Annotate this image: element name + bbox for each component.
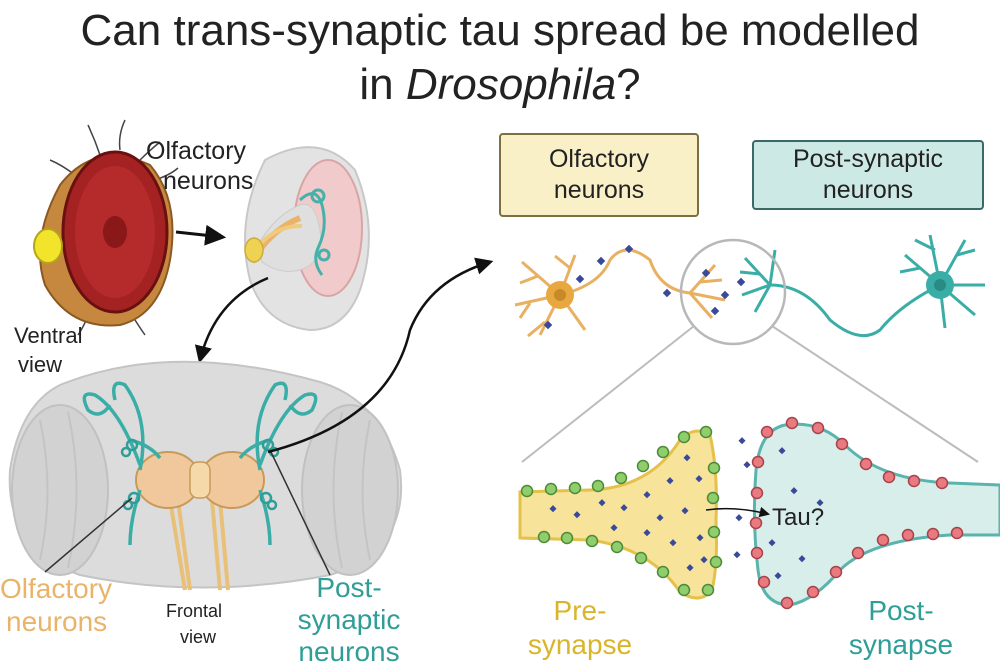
olfactory-top-line-2: neurons — [163, 167, 254, 195]
post-synaptic-neurons-box: Post-synaptic neurons — [752, 140, 984, 210]
title-prefix: in — [359, 60, 406, 109]
presynapse-terminal — [518, 429, 718, 600]
box-post-line-1: Post-synaptic — [792, 145, 944, 173]
arrow-head-to-brain — [194, 276, 269, 364]
olfactory-neurons-box: Olfactory neurons — [499, 133, 699, 217]
frontal-view-label: Frontal view — [166, 598, 222, 650]
tau-label: Tau? — [772, 504, 825, 531]
post-synaptic-bottom-label: Post- synaptic neurons — [290, 572, 408, 668]
title-line-2: in Drosophila? — [0, 60, 1000, 110]
postsynapse-dots — [749, 416, 964, 610]
pointer-olfactory — [44, 497, 133, 573]
presynapse-dots — [520, 425, 723, 597]
ventral-view-label: Ventral view — [14, 321, 83, 379]
box-olfactory-line-1: Olfactory — [548, 145, 650, 173]
box-post-line-2: neurons — [822, 176, 914, 204]
title-line-1: Can trans-synaptic tau spread be modelle… — [80, 6, 920, 55]
fly-head-illustration — [33, 119, 179, 336]
post-bottom-line-2: synaptic — [297, 604, 401, 635]
arrow-brain-to-neurons — [267, 257, 494, 454]
zoom-line-right — [771, 325, 979, 463]
frontal-line-2: view — [180, 627, 217, 647]
presynapse-label: Pre- synapse — [522, 594, 638, 662]
pre-line-1: Pre- — [553, 595, 607, 626]
postsyn-line-1: Post- — [868, 595, 934, 626]
arrow-fly-to-brain — [175, 224, 227, 246]
olfactory-bottom-line-2: neurons — [6, 606, 108, 637]
fly-brain-frontal-illustration — [8, 360, 403, 591]
post-bottom-line-3: neurons — [298, 636, 400, 667]
post-synaptic-neuron — [739, 234, 985, 338]
olfactory-bottom-line-1: Olfactory — [0, 573, 113, 604]
title-italic: Drosophila — [405, 60, 617, 109]
olfactory-top-line-1: Olfactory — [146, 137, 247, 165]
pre-line-2: synapse — [527, 629, 633, 660]
tau-markers-synapse — [549, 437, 824, 580]
zoom-line-left — [521, 325, 695, 463]
postsyn-line-2: synapse — [848, 629, 954, 660]
zoom-circle — [679, 238, 787, 346]
post-bottom-line-1: Post- — [316, 572, 382, 603]
title-suffix: ? — [616, 60, 641, 109]
frontal-line-1: Frontal — [166, 601, 223, 621]
ventral-line-2: view — [18, 352, 63, 377]
tau-transfer-arrow — [705, 506, 771, 518]
olfactory-bottom-label: Olfactory neurons — [0, 572, 112, 638]
olfactory-neuron — [514, 248, 726, 338]
box-olfactory-line-2: neurons — [553, 176, 645, 204]
ventral-line-1: Ventral — [14, 323, 83, 348]
translucent-head-illustration — [244, 146, 370, 332]
olfactory-top-label: Olfactory neurons — [146, 136, 253, 196]
pointer-post — [269, 449, 331, 576]
postsynapse-label: Post- synapse — [836, 594, 966, 662]
